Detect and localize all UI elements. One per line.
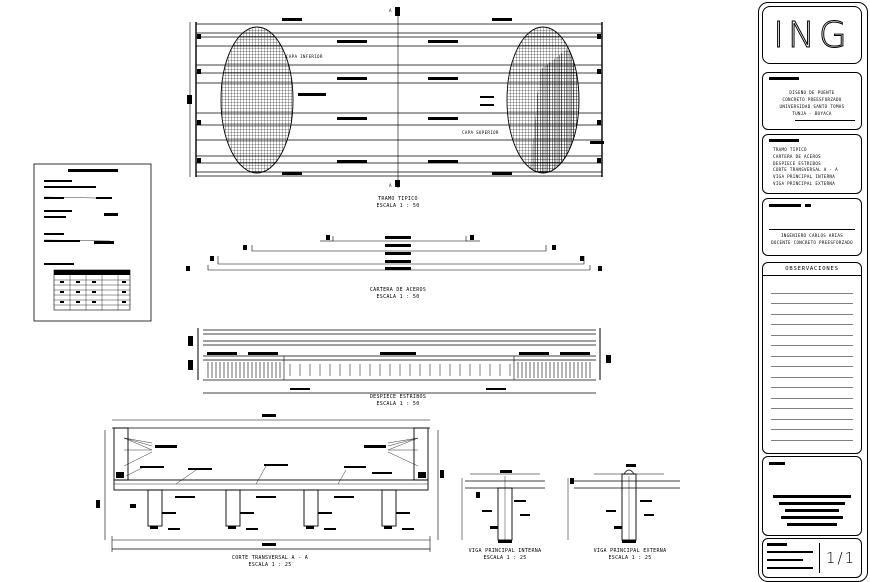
viga-interna-scale: ESCALA 1 : 25 — [483, 555, 527, 561]
label-capa-inferior: CAPA INFERIOR — [286, 54, 323, 59]
sheet-bar-b — [767, 551, 813, 553]
despiece-estribos-scale: ESCALA 1 : 50 — [376, 401, 420, 407]
project-line: CONCRETO PREESFORZADO — [782, 97, 842, 102]
sheet-number: 1/1 — [825, 549, 857, 567]
sheet-panel: 1/1 — [762, 538, 862, 578]
contents-line: VIGA PRINCIPAL INTERNA — [773, 174, 836, 180]
tramo-tipico-plan — [187, 7, 604, 188]
sheet-bar-a — [767, 543, 787, 546]
tramo-tipico-title: TRAMO TIPICO — [378, 196, 418, 202]
observaciones-label: OBSERVACIONES — [785, 266, 839, 272]
sheet-bar-d — [767, 567, 813, 569]
reviewer-header-bar — [769, 204, 801, 207]
corte-transversal-scale: ESCALA 1 : 25 — [248, 562, 292, 568]
project-line: TUNJA - BOYACA — [792, 111, 832, 116]
observaciones-header-rule — [763, 275, 861, 276]
steel-summary-table — [33, 163, 152, 322]
project-panel: DISEÑO DE PUENTE CONCRETO PREESFORZADO U… — [762, 72, 862, 130]
observaciones-lines — [771, 293, 853, 449]
contents-lines: TRAMO TIPICO CARTERA DE ACEROS DESPIECE … — [773, 147, 838, 188]
despiece-estribos — [188, 328, 611, 394]
sheet-bar-c — [767, 559, 803, 561]
contents-header-bar — [769, 139, 799, 142]
cartera-aceros-title: CARTERA DE ACEROS — [369, 287, 427, 293]
contents-line: VIGA PRINCIPAL EXTERNA — [773, 180, 836, 186]
reviewer-line: DOCENTE CONCRETO PREESFORZADO — [771, 239, 853, 245]
project-lines: DISEÑO DE PUENTE CONCRETO PREESFORZADO U… — [763, 89, 861, 117]
corte-transversal-title: CORTE TRANSVERSAL A - A — [231, 555, 309, 561]
corte-transversal — [96, 414, 444, 552]
reviewer-panel: INGENIERO CARLOS ARIAS DOCENTE CONCRETO … — [762, 198, 862, 256]
observaciones-panel: OBSERVACIONES — [762, 262, 862, 454]
despiece-estribos-title: DESPIECE ESTRIBOS — [369, 394, 427, 400]
viga-externa — [567, 464, 680, 543]
section-mark-bottom: A — [389, 183, 392, 188]
signature-redaction — [773, 495, 851, 531]
contents-line: TRAMO TIPICO — [773, 147, 807, 152]
contents-line: DESPIECE ESTRIBOS — [773, 160, 821, 166]
section-mark-top: A — [389, 8, 392, 13]
viga-interna — [461, 470, 545, 543]
contents-line: CARTERA DE ACEROS — [773, 153, 821, 159]
project-header-bar — [769, 77, 799, 80]
reviewer-divider — [769, 229, 855, 230]
project-line: DISEÑO DE PUENTE — [789, 90, 835, 95]
signature-header-bar — [769, 462, 785, 465]
reviewer-header-mark — [805, 204, 811, 207]
signature-panel — [762, 456, 862, 536]
contents-line: CORTE TRANSVERSAL A - A — [773, 167, 838, 173]
logo-text: ING — [773, 15, 851, 57]
project-line: UNIVERSIDAD SANTO TOMAS — [779, 104, 845, 109]
label-capa-superior: CAPA SUPERIOR — [462, 130, 499, 135]
reviewer-line: INGENIERO CARLOS ARIAS — [780, 233, 844, 238]
cartera-aceros-scale: ESCALA 1 : 50 — [376, 294, 420, 300]
reviewer-lines: INGENIERO CARLOS ARIAS DOCENTE CONCRETO … — [763, 233, 861, 246]
viga-interna-title: VIGA PRINCIPAL INTERNA — [468, 548, 542, 554]
contents-panel: TRAMO TIPICO CARTERA DE ACEROS DESPIECE … — [762, 134, 862, 194]
logo-panel: ING — [762, 6, 862, 64]
project-divider — [795, 120, 855, 121]
tramo-tipico-scale: ESCALA 1 : 50 — [376, 203, 420, 209]
viga-externa-title: VIGA PRINCIPAL EXTERNA — [593, 548, 667, 554]
viga-externa-scale: ESCALA 1 : 25 — [608, 555, 652, 561]
sheet-divider — [819, 543, 820, 573]
